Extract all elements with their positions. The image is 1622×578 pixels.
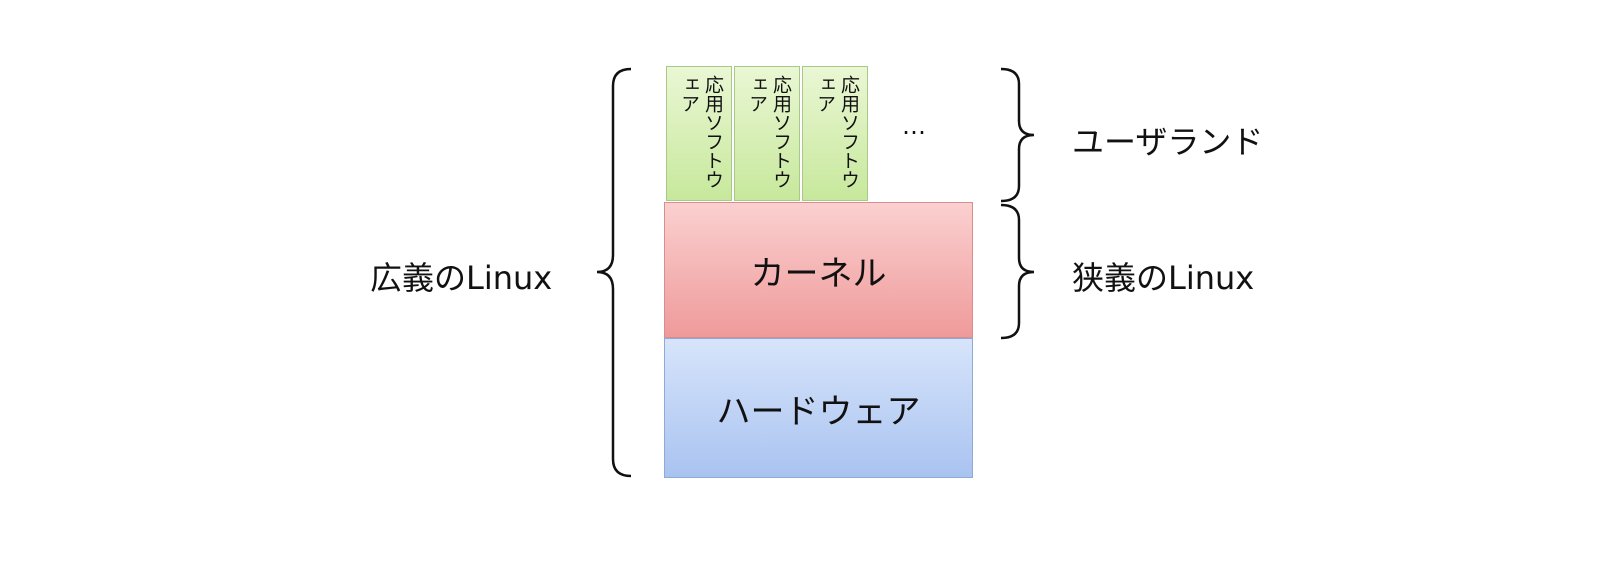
userland-label: ユーザランド	[1072, 123, 1264, 161]
hardware-layer: ハードウェア	[664, 338, 973, 478]
userland-brace	[1000, 67, 1035, 203]
kernel-layer: カーネル	[664, 202, 973, 338]
app-software-label: 応用ソフトウェア	[678, 75, 724, 189]
kernel-label: カーネル	[750, 253, 887, 294]
wide-linux-label: 広義のLinux	[370, 259, 553, 297]
app-software-box-3: 応用ソフトウェア	[802, 66, 868, 201]
app-software-box-2: 応用ソフトウェア	[734, 66, 800, 201]
narrow-linux-label: 狭義のLinux	[1072, 259, 1255, 297]
narrow-linux-brace	[1000, 203, 1035, 340]
more-apps-ellipsis: …	[902, 112, 927, 140]
hardware-label: ハードウェア	[716, 391, 921, 432]
app-software-label: 応用ソフトウェア	[814, 75, 860, 189]
app-software-box-1: 応用ソフトウェア	[666, 66, 732, 201]
wide-linux-brace	[596, 67, 632, 478]
app-software-label: 応用ソフトウェア	[746, 75, 792, 189]
